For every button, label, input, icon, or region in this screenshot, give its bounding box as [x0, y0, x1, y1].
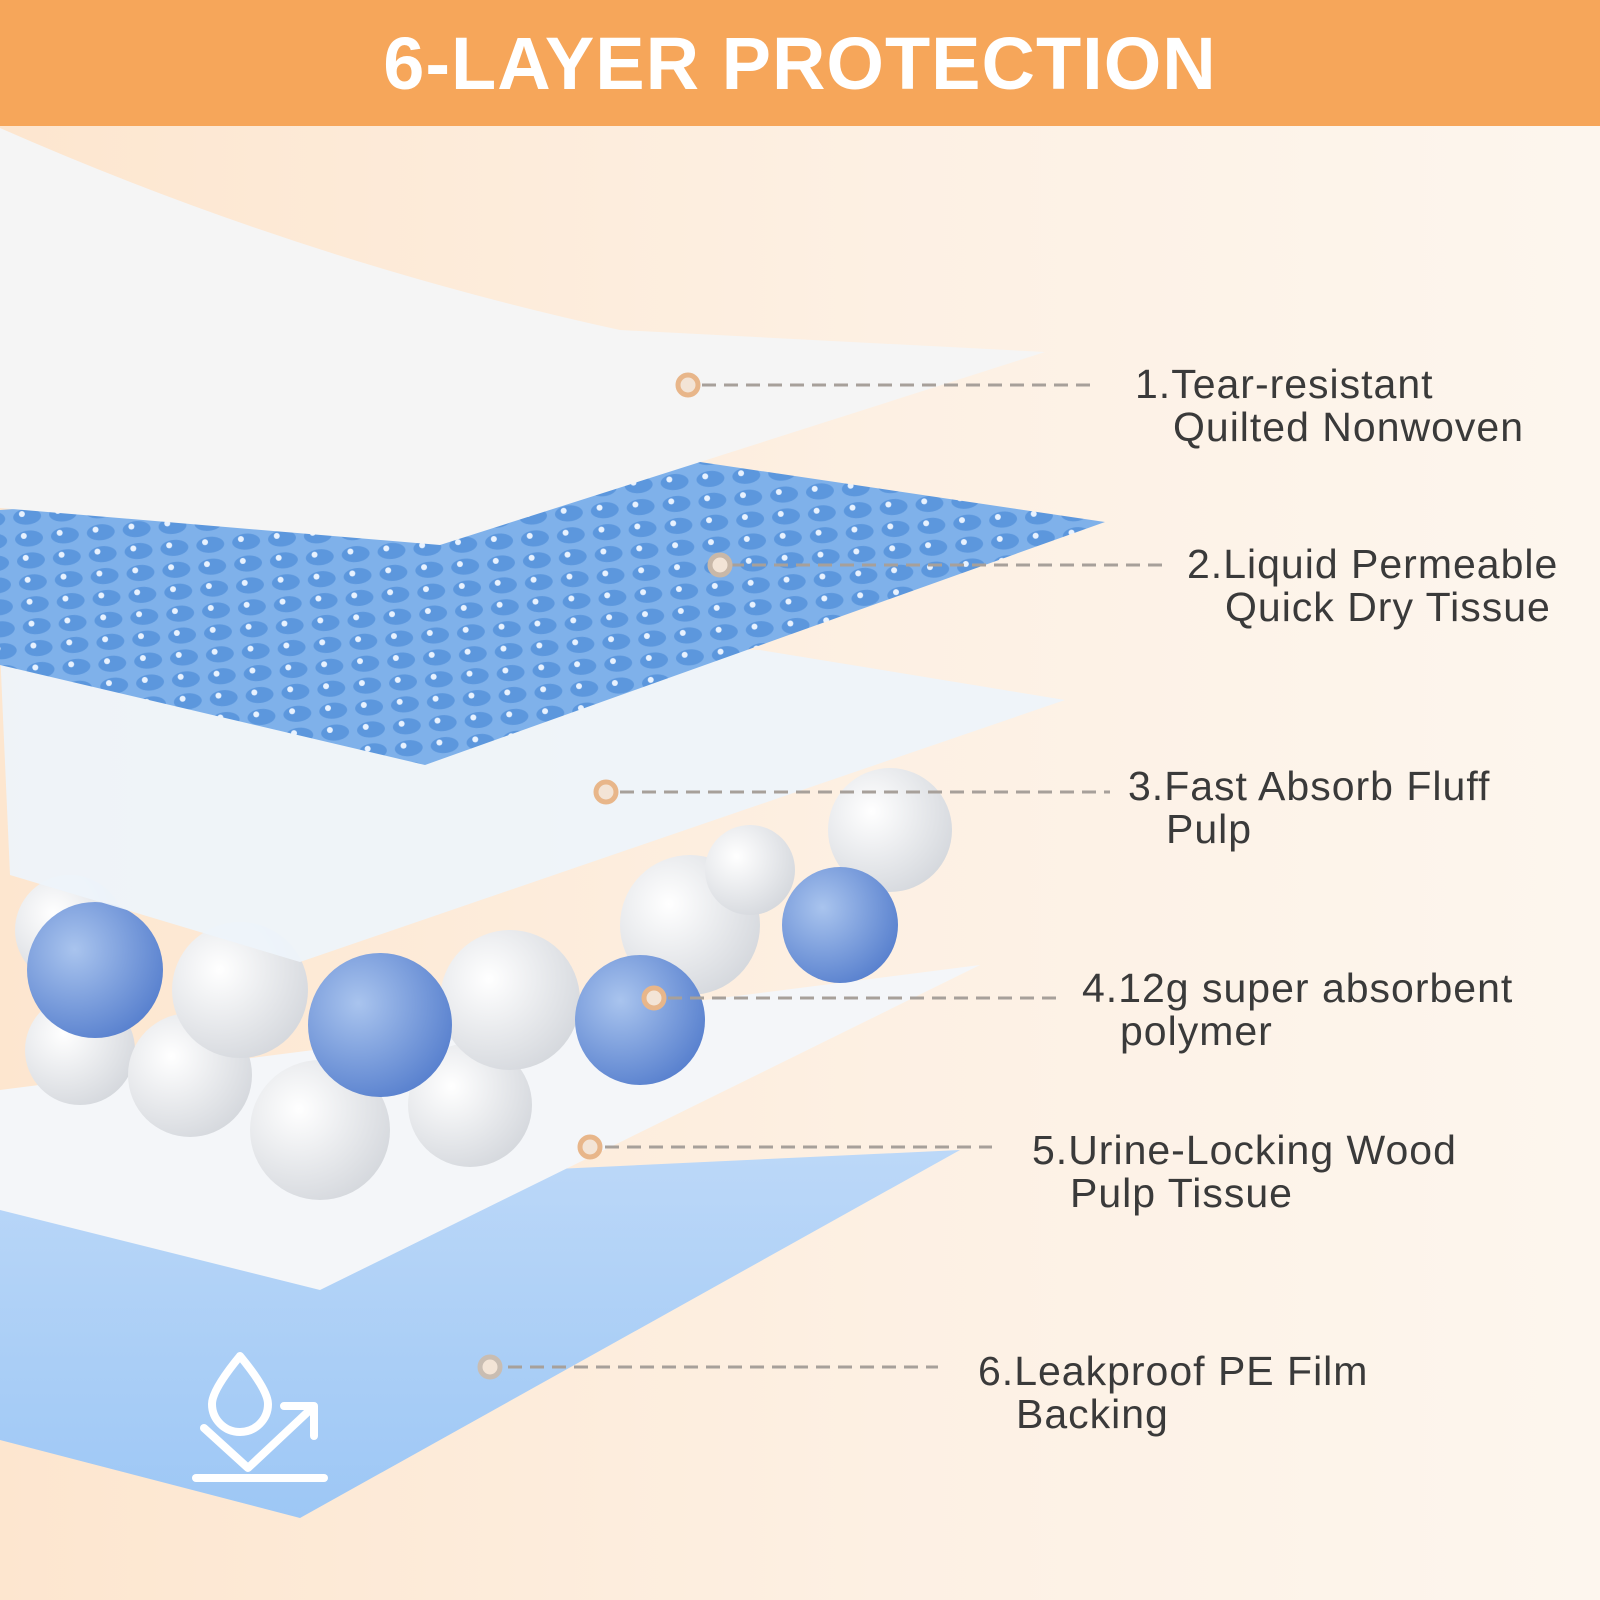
layer-6-label: 6.Leakproof PE Film Backing — [978, 1350, 1368, 1436]
layer-4-polymer-beads — [15, 768, 952, 1200]
label-line: Quick Dry Tissue — [1225, 584, 1551, 630]
label-line: polymer — [1120, 1008, 1273, 1054]
label-line: Quilted Nonwoven — [1173, 404, 1525, 450]
label-line: Pulp — [1166, 806, 1253, 852]
label-line: 3.Fast Absorb Fluff — [1128, 763, 1491, 809]
layer-3-label: 3.Fast Absorb Fluff Pulp — [1128, 765, 1490, 851]
layer-3-fluff-pulp — [0, 650, 1065, 962]
layer-5-label: 5.Urine-Locking Wood Pulp Tissue — [1032, 1129, 1457, 1215]
label-line: Pulp Tissue — [1070, 1170, 1293, 1216]
label-line: 5.Urine-Locking Wood — [1032, 1127, 1457, 1173]
page-title: 6-LAYER PROTECTION — [383, 21, 1217, 105]
label-line: 4.12g super absorbent — [1082, 965, 1514, 1011]
label-line: Backing — [1016, 1391, 1169, 1437]
layer-4-label: 4.12g super absorbent polymer — [1082, 967, 1513, 1053]
leader-lines — [508, 383, 1165, 1369]
layer-2-permeable-tissue — [0, 462, 1105, 765]
label-line: 6.Leakproof PE Film — [978, 1348, 1369, 1394]
layer-2-label: 2.Liquid Permeable Quick Dry Tissue — [1187, 543, 1558, 629]
label-line: 1.Tear-resistant — [1135, 361, 1434, 407]
waterproof-drop-icon — [192, 1352, 328, 1482]
layer-1-nonwoven — [0, 128, 1045, 545]
label-line: 2.Liquid Permeable — [1187, 541, 1559, 587]
marker-dots — [477, 372, 733, 1380]
layer-1-label: 1.Tear-resistant Quilted Nonwoven — [1135, 363, 1524, 449]
header-banner: 6-LAYER PROTECTION — [0, 0, 1600, 126]
